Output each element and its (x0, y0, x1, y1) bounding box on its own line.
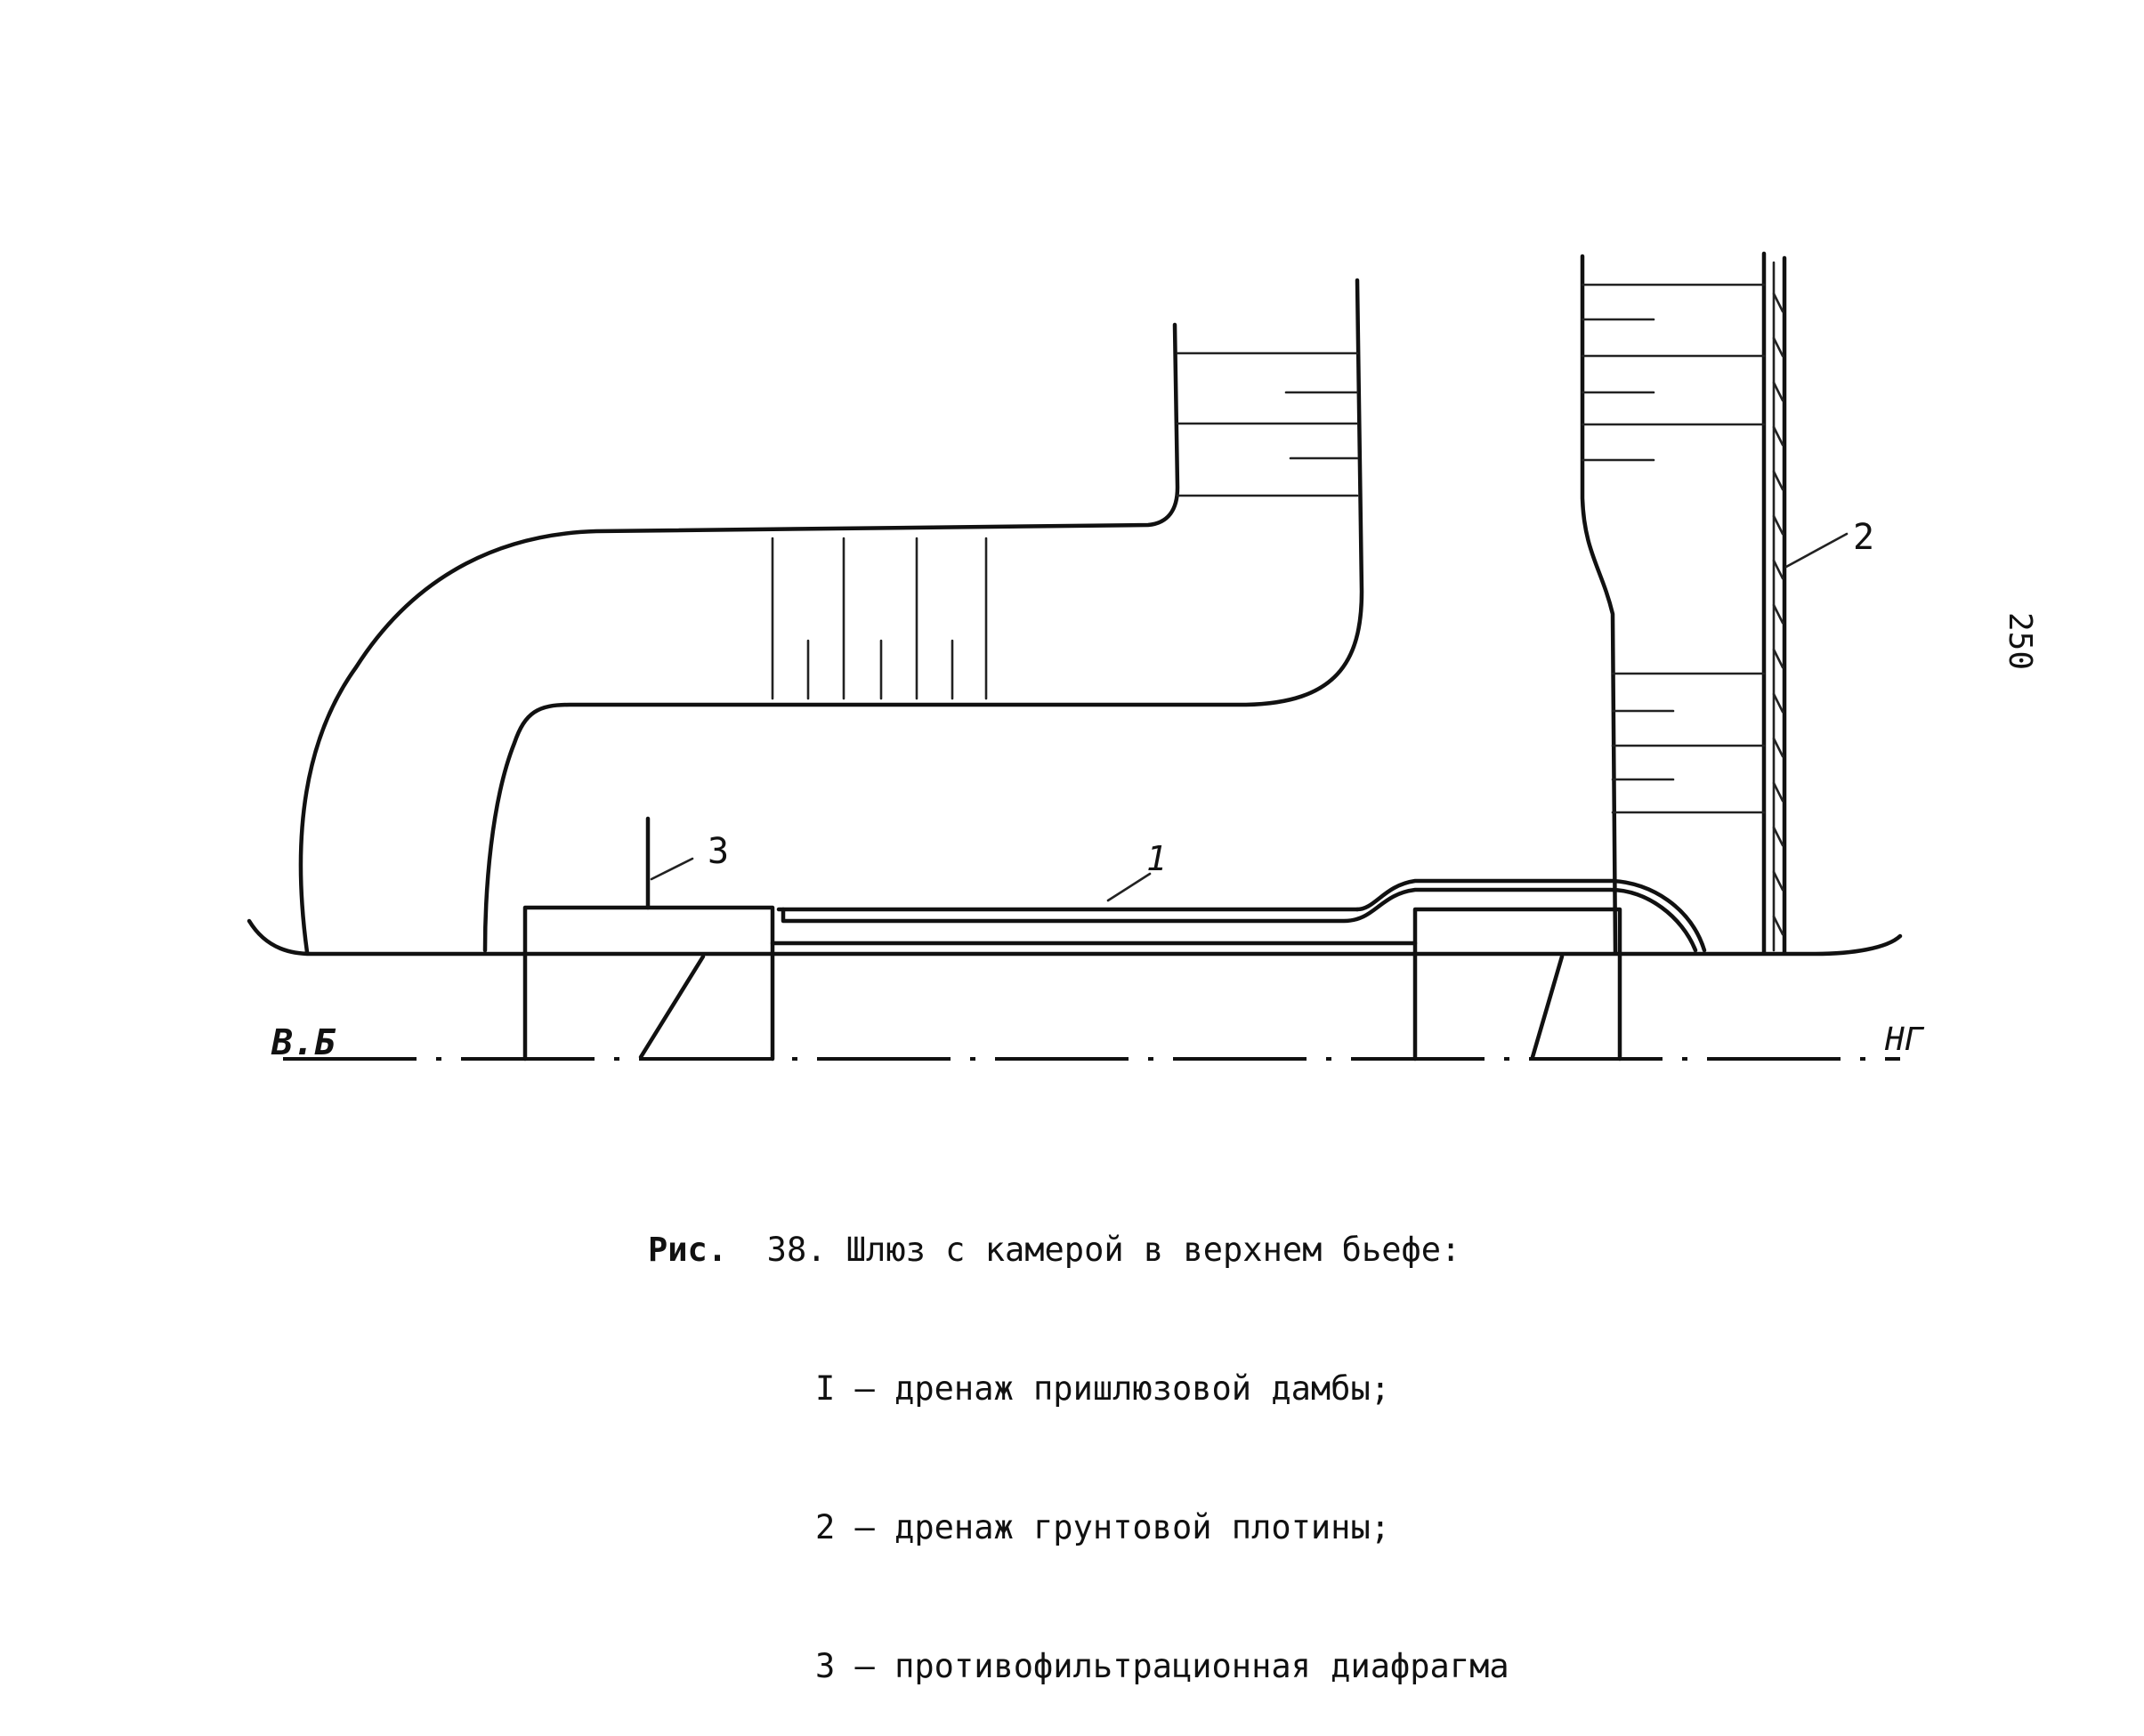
upper-lock-head (522, 905, 775, 1062)
drain-pipe-outer (770, 907, 1418, 946)
label-upstream: В.Б (271, 1022, 336, 1063)
drain-pipe-inner (1355, 878, 1707, 953)
ground-line (247, 918, 1903, 957)
label-downstream: НГ (1884, 1021, 1925, 1058)
leader-line-2 (1784, 532, 1849, 569)
lock-diagram: 1 2 3 В.Б НГ 250 (247, 251, 2038, 1063)
caption-item-2: 2 – дренаж грунтовой плотины; (815, 1508, 1391, 1546)
caption-item-1: I – дренаж пришлюзовой дамбы; (815, 1369, 1391, 1408)
caption-prefix: Рис. (648, 1231, 728, 1269)
lock-head-strut (1530, 954, 1565, 1060)
drain-hatching (1772, 292, 1784, 936)
caption-item-3: 3 – противофильтрационная диафрагма (815, 1647, 1509, 1685)
label-item-3: 3 (708, 831, 729, 872)
label-item-2: 2 (1853, 517, 1874, 558)
dam-inner-contour (482, 278, 1364, 953)
leader-line-3 (650, 857, 694, 881)
earth-dam-slope (1580, 254, 1618, 955)
page-number: 250 (2002, 612, 2038, 670)
drain-pipe (781, 887, 1698, 953)
leader-line-1 (1106, 872, 1152, 902)
figure-caption: Рис. 38. Шлюз с камерой в верхнем бьефе:… (648, 1134, 1509, 1736)
dam-outer-contour (298, 322, 1180, 955)
caption-title: 38. Шлюз с камерой в верхнем бьефе: (766, 1231, 1461, 1269)
caption-title-line: Рис. 38. Шлюз с камерой в верхнем бьефе: (648, 1227, 1509, 1273)
lock-head-strut (638, 954, 706, 1060)
lower-lock-head (1412, 907, 1622, 1062)
label-item-1: 1 (1146, 839, 1167, 878)
